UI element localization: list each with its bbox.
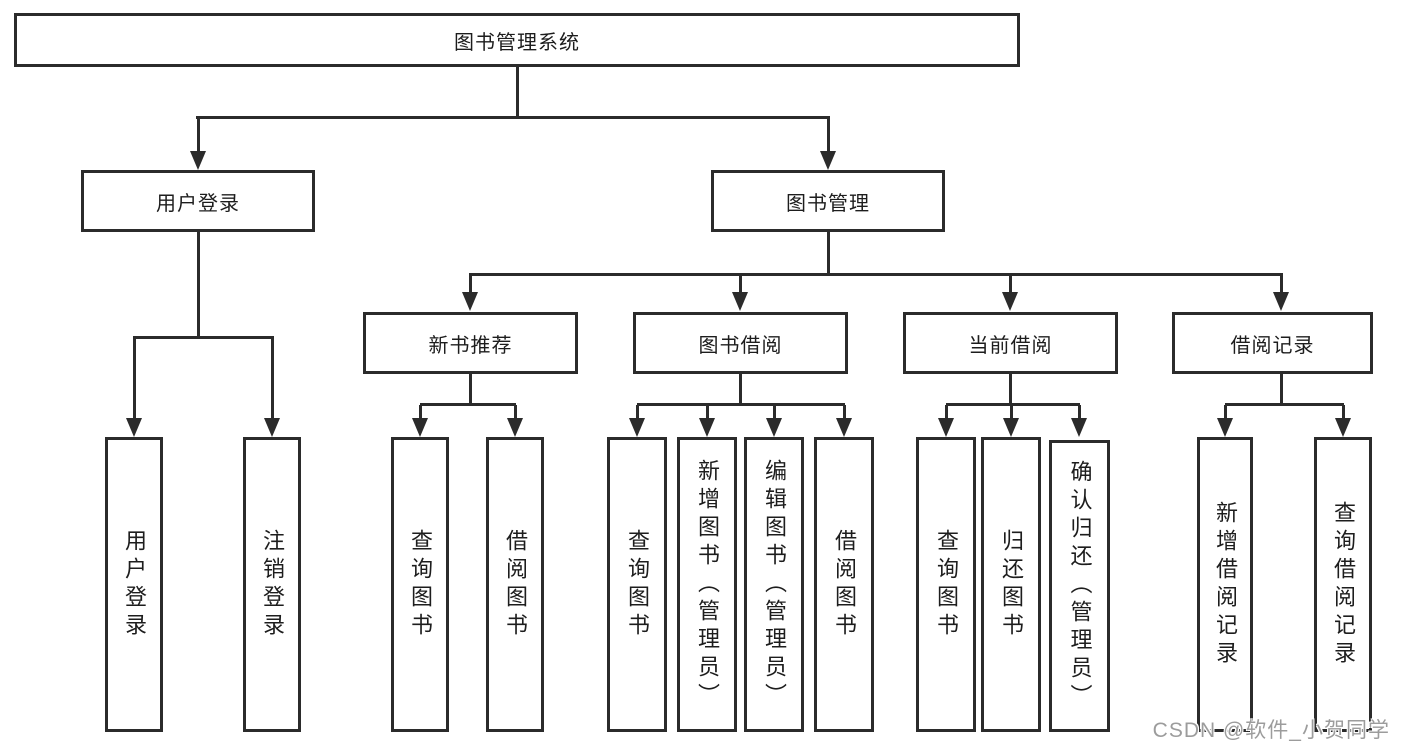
leaf-add-borrow-record: 新增借阅记录 — [1197, 437, 1253, 732]
leaf-add-book-admin: 新增图书（管理员） — [677, 437, 737, 732]
connector-segment — [197, 118, 200, 152]
leaf-edit-book-admin: 编辑图书（管理员） — [744, 437, 804, 732]
node-label: 当前借阅 — [968, 334, 1053, 357]
node-label: 图书管理 — [786, 192, 870, 215]
node-library-system: 图书管理系统 — [14, 13, 1020, 67]
leaf-label: 查询图书 — [408, 528, 433, 641]
connector-segment — [1078, 405, 1081, 419]
arrow-down-icon — [412, 418, 428, 437]
leaf-query-borrow-record: 查询借阅记录 — [1314, 437, 1372, 732]
node-label: 图书管理系统 — [454, 31, 580, 54]
connector-segment — [420, 403, 516, 406]
leaf-label: 新增借阅记录 — [1213, 500, 1238, 669]
connector-segment — [516, 67, 519, 117]
connector-segment — [271, 338, 274, 419]
arrow-down-icon — [190, 151, 206, 170]
arrow-down-icon — [462, 292, 478, 311]
connector-segment — [197, 232, 200, 337]
connector-segment — [1224, 405, 1227, 419]
connector-segment — [739, 373, 742, 404]
arrow-down-icon — [820, 151, 836, 170]
arrow-down-icon — [732, 292, 748, 311]
node-label: 图书借阅 — [698, 334, 783, 357]
node-user-login: 用户登录 — [81, 170, 315, 232]
arrow-down-icon — [1003, 418, 1019, 437]
leaf-label: 编辑图书（管理员） — [762, 458, 787, 711]
arrow-down-icon — [1273, 292, 1289, 311]
connector-segment — [469, 273, 1283, 276]
connector-segment — [843, 405, 846, 419]
connector-segment — [1280, 275, 1283, 293]
leaf-user-login: 用户登录 — [105, 437, 163, 732]
leaf-label: 查询图书 — [625, 528, 650, 641]
connector-segment — [1225, 403, 1344, 406]
arrow-down-icon — [836, 418, 852, 437]
node-new-book-recommendation: 新书推荐 — [363, 312, 578, 374]
arrow-down-icon — [126, 418, 142, 437]
node-label: 用户登录 — [156, 192, 240, 215]
connector-segment — [1009, 373, 1012, 404]
leaf-label: 注销登录 — [260, 528, 285, 641]
node-borrowing-records: 借阅记录 — [1172, 312, 1373, 374]
arrow-down-icon — [507, 418, 523, 437]
arrow-down-icon — [766, 418, 782, 437]
connector-segment — [827, 232, 830, 274]
leaf-label: 查询借阅记录 — [1331, 500, 1356, 669]
connector-segment — [196, 116, 830, 119]
connector-segment — [469, 275, 472, 293]
connector-segment — [1342, 405, 1345, 419]
connector-segment — [1010, 405, 1013, 419]
connector-segment — [773, 405, 776, 419]
connector-segment — [739, 275, 742, 293]
node-label: 新书推荐 — [428, 334, 513, 357]
leaf-label: 借阅图书 — [503, 528, 528, 641]
leaf-label: 归还图书 — [999, 528, 1024, 641]
node-book-management: 图书管理 — [711, 170, 945, 232]
arrow-down-icon — [629, 418, 645, 437]
arrow-down-icon — [1002, 292, 1018, 311]
arrow-down-icon — [1071, 418, 1087, 437]
arrow-down-icon — [264, 418, 280, 437]
connector-segment — [133, 338, 136, 419]
connector-segment — [706, 405, 709, 419]
connector-segment — [514, 405, 517, 419]
arrow-down-icon — [1335, 418, 1351, 437]
leaf-label: 用户登录 — [122, 528, 147, 641]
leaf-query-book-recommend: 查询图书 — [391, 437, 449, 732]
connector-segment — [133, 336, 274, 339]
leaf-query-book-borrowing: 查询图书 — [607, 437, 667, 732]
connector-segment — [945, 405, 948, 419]
connector-segment — [1009, 275, 1012, 293]
connector-segment — [469, 373, 472, 404]
leaf-logout: 注销登录 — [243, 437, 301, 732]
connector-segment — [827, 118, 830, 152]
leaf-return-book: 归还图书 — [981, 437, 1041, 732]
connector-segment — [636, 405, 639, 419]
leaf-label: 借阅图书 — [832, 528, 857, 641]
connector-segment — [946, 403, 1080, 406]
node-book-borrowing: 图书借阅 — [633, 312, 848, 374]
connector-segment — [1280, 373, 1283, 404]
leaf-confirm-return-admin: 确认归还（管理员） — [1049, 440, 1110, 732]
arrow-down-icon — [1217, 418, 1233, 437]
leaf-label: 新增图书（管理员） — [695, 458, 720, 711]
connector-segment — [419, 405, 422, 419]
leaf-label: 查询图书 — [934, 528, 959, 641]
leaf-borrow-book-recommend: 借阅图书 — [486, 437, 544, 732]
leaf-query-book-current: 查询图书 — [916, 437, 976, 732]
node-current-borrowing: 当前借阅 — [903, 312, 1118, 374]
connector-segment — [637, 403, 845, 406]
leaf-label: 确认归还（管理员） — [1067, 460, 1093, 712]
csdn-watermark: CSDN @软件_小贺同学 — [1152, 719, 1390, 742]
arrow-down-icon — [938, 418, 954, 437]
leaf-borrow-book: 借阅图书 — [814, 437, 874, 732]
node-label: 借阅记录 — [1230, 334, 1315, 357]
arrow-down-icon — [699, 418, 715, 437]
